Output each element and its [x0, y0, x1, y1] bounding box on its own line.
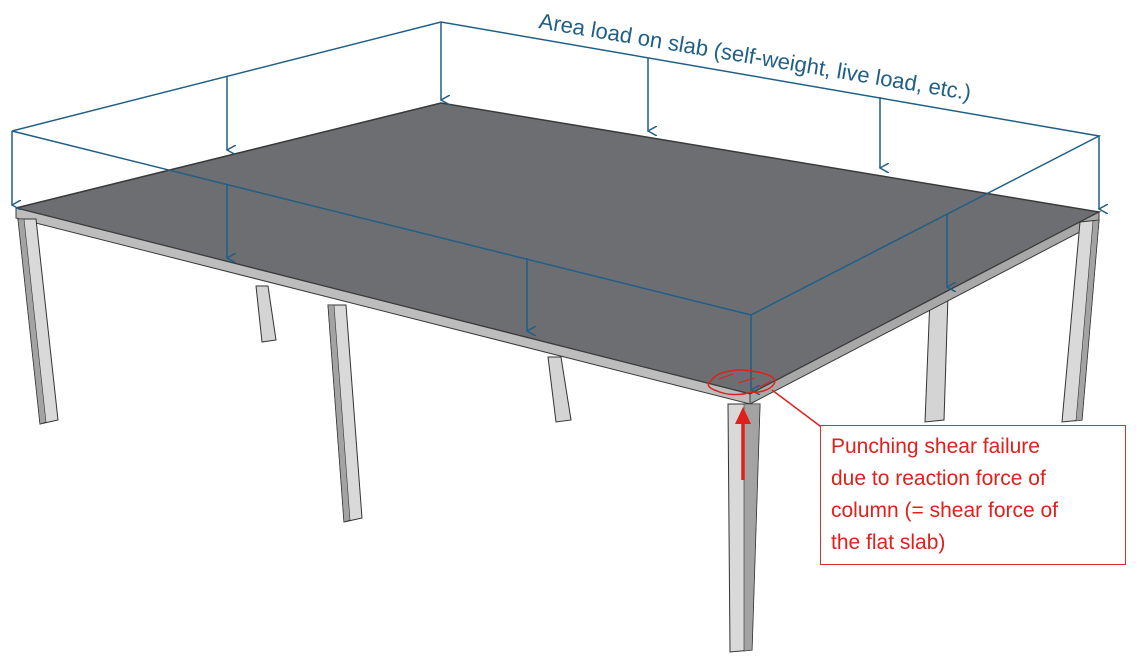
callout-line: column (= shear force of	[831, 499, 1059, 522]
punching-shear-callout: Punching shear failure due to reaction f…	[820, 425, 1126, 565]
punching-shear-annotation	[707, 369, 829, 480]
column-front-left-shade	[17, 218, 47, 425]
back-columns	[255, 285, 949, 423]
load-label: Area load on slab (self-weight, live loa…	[537, 8, 973, 105]
column-back-right	[924, 295, 949, 423]
front-columns	[17, 218, 1100, 653]
column-front-middle-shade	[327, 304, 351, 523]
callout-line: the flat slab)	[831, 531, 946, 554]
callout-leader	[771, 389, 829, 433]
punching-cone-outline	[707, 369, 776, 396]
area-load-box	[12, 21, 1099, 390]
reaction-arrow-head	[735, 407, 751, 424]
column-back-middle	[547, 356, 572, 423]
punching-cone-hatch	[718, 373, 772, 388]
column-back-left	[255, 285, 277, 343]
callout-line: due to reaction force of	[831, 467, 1046, 490]
column-corner-shade	[743, 403, 761, 652]
callout-line: Punching shear failure	[831, 435, 1040, 458]
flat-slab	[15, 102, 1102, 405]
column-right-edge-shade	[1075, 219, 1100, 422]
